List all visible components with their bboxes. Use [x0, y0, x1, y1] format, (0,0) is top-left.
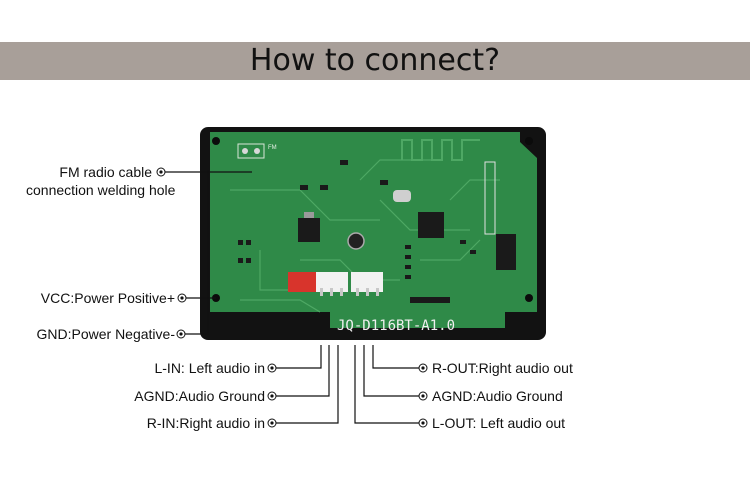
regulator-chip [298, 218, 320, 242]
marker-gnd-icon [176, 329, 186, 339]
page-title: How to connect? [249, 43, 501, 78]
connector-pins [320, 288, 379, 296]
capacitor [347, 232, 365, 250]
fm-silkscreen: FM [268, 145, 277, 151]
main-chip [418, 212, 444, 238]
leader-lines [164, 170, 420, 424]
leader-agnd-right [363, 345, 420, 397]
label-r-in: R-IN:Right audio in [146, 415, 265, 431]
leader-agnd-left [273, 345, 330, 397]
marker-l-out-icon [418, 418, 428, 428]
header-banner: How to connect? [0, 42, 750, 80]
fm-pads [237, 143, 265, 159]
bullseye-markers [156, 167, 428, 428]
label-fm-cable-line1: FM radio cable [59, 164, 152, 180]
label-vcc: VCC:Power Positive+ [40, 290, 175, 306]
label-fm-cable-line2: connection welding hole [26, 182, 176, 198]
marker-r-out-icon [418, 363, 428, 373]
label-agnd-right: AGND:Audio Ground [432, 388, 563, 404]
crystal [393, 190, 411, 202]
marker-vcc-icon [177, 293, 187, 303]
antenna-trace [401, 139, 480, 161]
audio-out-connector [351, 272, 383, 292]
board-model-label: JQ-D116BT-A1.0 [337, 318, 455, 334]
label-gnd: GND:Power Negative- [36, 326, 176, 342]
label-agnd-left: AGND:Audio Ground [134, 388, 265, 404]
side-switch [496, 234, 516, 270]
power-connector [288, 272, 316, 292]
leader-r-in [273, 345, 339, 424]
pcb-board [210, 132, 537, 328]
label-r-out: R-OUT:Right audio out [432, 360, 573, 376]
label-l-out: L-OUT: Left audio out [432, 415, 566, 431]
marker-agnd-left-icon [267, 391, 277, 401]
leader-l-out [354, 345, 420, 424]
leader-l-in [273, 345, 322, 369]
leader-gnd [177, 170, 209, 335]
marker-agnd-right-icon [418, 391, 428, 401]
audio-in-connector [316, 272, 348, 292]
display-connector [484, 161, 496, 235]
marker-l-in-icon [267, 363, 277, 373]
marker-r-in-icon [267, 418, 277, 428]
marker-fm-icon [156, 167, 166, 177]
label-l-in: L-IN: Left audio in [154, 360, 265, 376]
small-components [238, 160, 476, 303]
leader-r-out [372, 345, 420, 369]
